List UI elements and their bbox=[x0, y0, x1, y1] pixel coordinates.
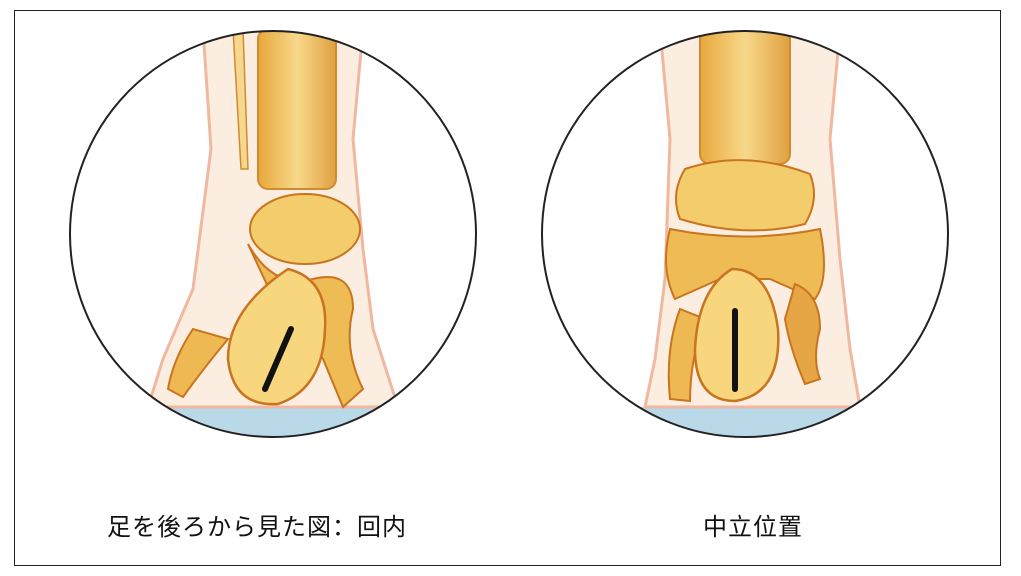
pronation-illustration bbox=[43, 29, 503, 449]
ankle-joint-bones bbox=[676, 160, 814, 230]
ground-surface bbox=[43, 407, 503, 449]
ground-surface bbox=[520, 407, 980, 449]
neutral-svg bbox=[520, 29, 980, 449]
neutral-illustration bbox=[520, 29, 980, 449]
neutral-caption: 中立位置 bbox=[703, 507, 803, 542]
pronation-svg bbox=[43, 29, 503, 449]
pronation-caption: 足を後ろから見た図：回内 bbox=[107, 507, 407, 542]
talus-bone bbox=[250, 194, 360, 264]
tibia-bone bbox=[700, 29, 790, 164]
tibia-bone bbox=[258, 29, 336, 189]
figure-frame: 足を後ろから見た図：回内 中立位置 bbox=[14, 10, 1001, 566]
